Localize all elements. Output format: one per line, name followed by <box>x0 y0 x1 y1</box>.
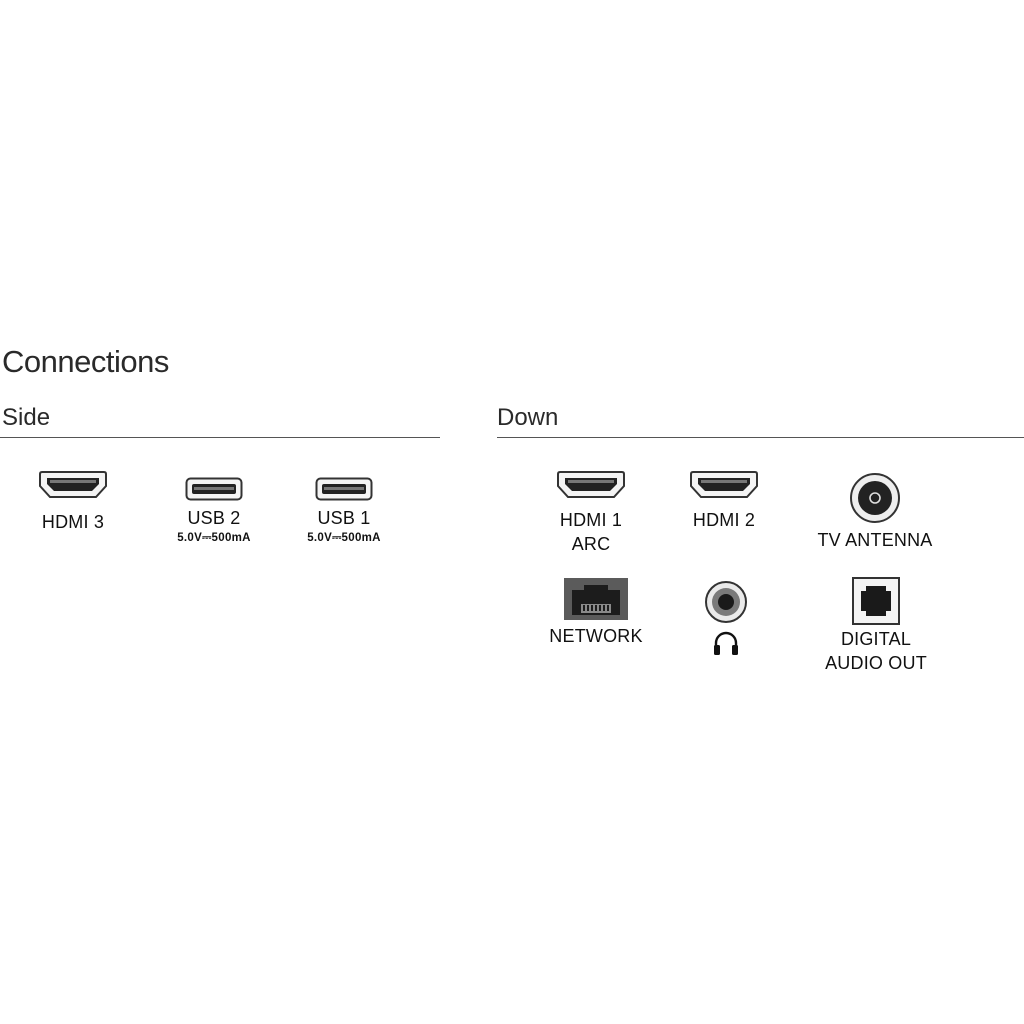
port-power-spec: 5.0V⎓500mA <box>307 532 381 544</box>
port-label: NETWORK <box>549 626 643 646</box>
usb-port-icon <box>185 477 243 501</box>
port-label-line2: AUDIO OUT <box>825 653 927 673</box>
hdmi-port-icon <box>557 471 625 498</box>
hdmi-port-icon <box>690 471 758 498</box>
port-label: HDMI 3 <box>41 512 105 532</box>
port-hdmi-2: HDMI 2 <box>654 470 794 532</box>
port-usb-2: USB 2 5.0V⎓500mA <box>144 477 284 545</box>
port-hdmi-1-arc: HDMI 1 ARC <box>521 470 661 556</box>
port-usb-1: USB 1 5.0V⎓500mA <box>274 477 414 545</box>
port-label-line2: ARC <box>571 534 611 554</box>
usb-port-icon <box>315 477 373 501</box>
optical-port-icon <box>852 577 900 625</box>
section-divider-side <box>0 437 440 438</box>
section-heading-down: Down <box>497 404 559 431</box>
section-heading-side: Side <box>2 404 51 431</box>
port-hdmi-3: HDMI 3 <box>3 470 143 534</box>
port-label-line1: HDMI 1 <box>559 510 623 530</box>
port-label: TV ANTENNA <box>817 530 933 550</box>
hdmi-port-icon <box>39 471 107 498</box>
port-headphone <box>656 580 796 656</box>
port-network: NETWORK <box>526 578 666 648</box>
port-digital-audio-out: DIGITAL AUDIO OUT <box>806 577 946 675</box>
ethernet-port-icon <box>564 578 628 620</box>
antenna-port-icon <box>850 473 900 523</box>
port-power-spec: 5.0V⎓500mA <box>177 532 251 544</box>
port-label: USB 1 <box>317 508 371 528</box>
section-divider-down <box>497 437 1024 438</box>
port-label-line1: DIGITAL <box>840 629 912 649</box>
port-label: USB 2 <box>187 508 241 528</box>
headphone-jack-icon <box>705 581 747 623</box>
headphones-icon <box>714 631 738 655</box>
port-tv-antenna: TV ANTENNA <box>805 472 945 552</box>
port-label: HDMI 2 <box>692 510 756 530</box>
page-title: Connections <box>2 344 169 379</box>
